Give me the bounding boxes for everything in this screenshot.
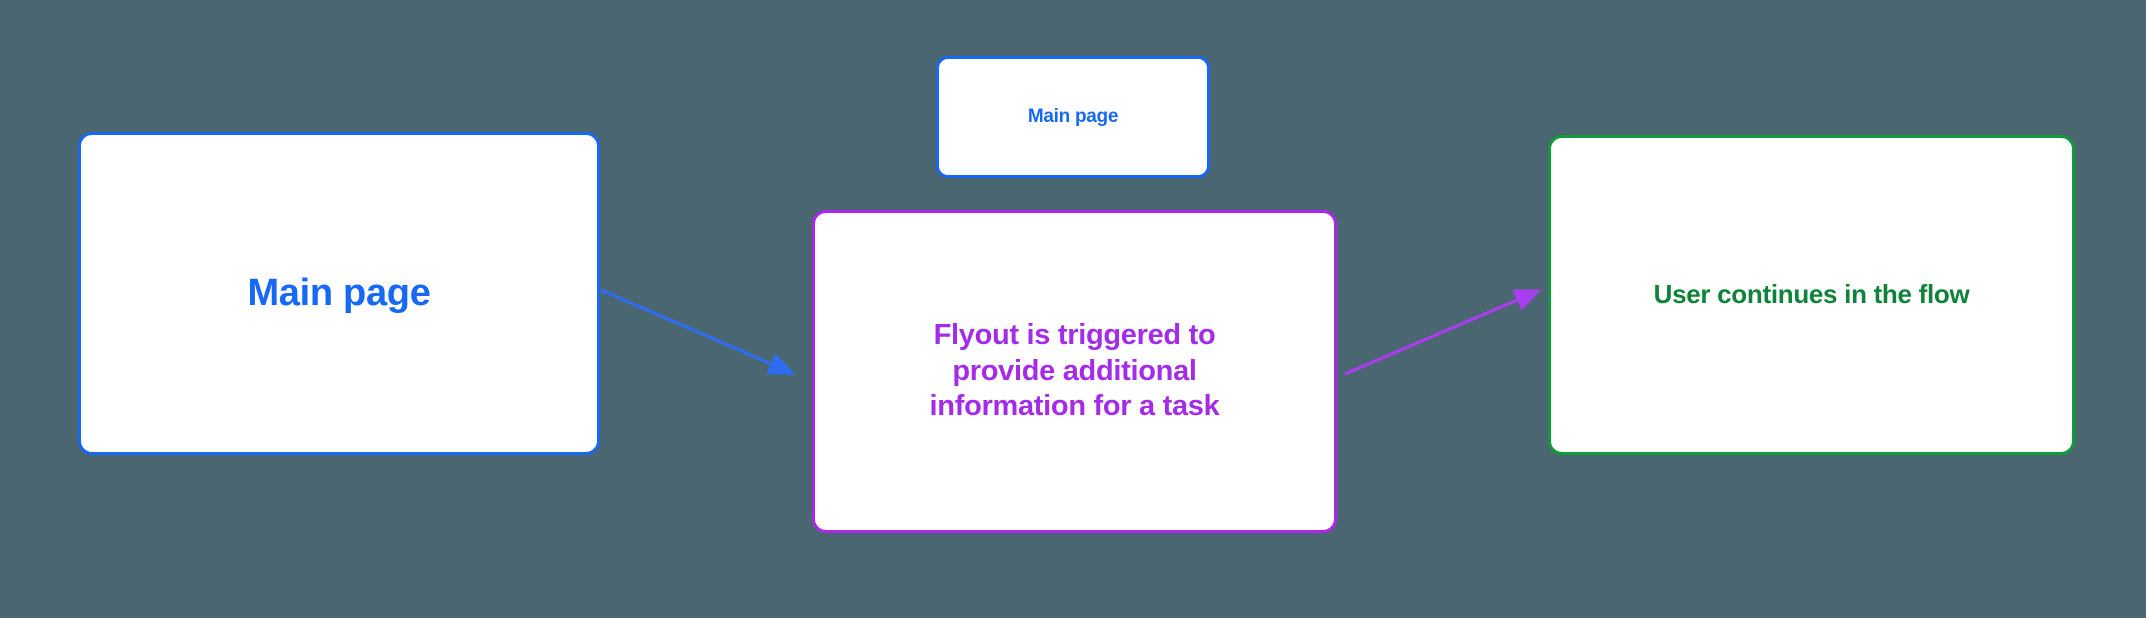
node-flyout[interactable]: Flyout is triggered to provide additiona… bbox=[812, 210, 1337, 533]
edge-flyout-to-user-continues bbox=[1344, 289, 1542, 376]
edge-main-page-to-flyout bbox=[600, 288, 796, 375]
node-user-continues[interactable]: User continues in the flow bbox=[1548, 135, 2075, 455]
node-flyout-label: Flyout is triggered to provide additiona… bbox=[929, 319, 1220, 423]
node-main-page-small[interactable]: Main page bbox=[936, 56, 1210, 178]
node-main-page-large[interactable]: Main page bbox=[78, 132, 600, 455]
node-main-page-small-label: Main page bbox=[1027, 106, 1119, 128]
node-main-page-large-label: Main page bbox=[247, 272, 431, 315]
node-user-continues-label: User continues in the flow bbox=[1653, 279, 1970, 310]
